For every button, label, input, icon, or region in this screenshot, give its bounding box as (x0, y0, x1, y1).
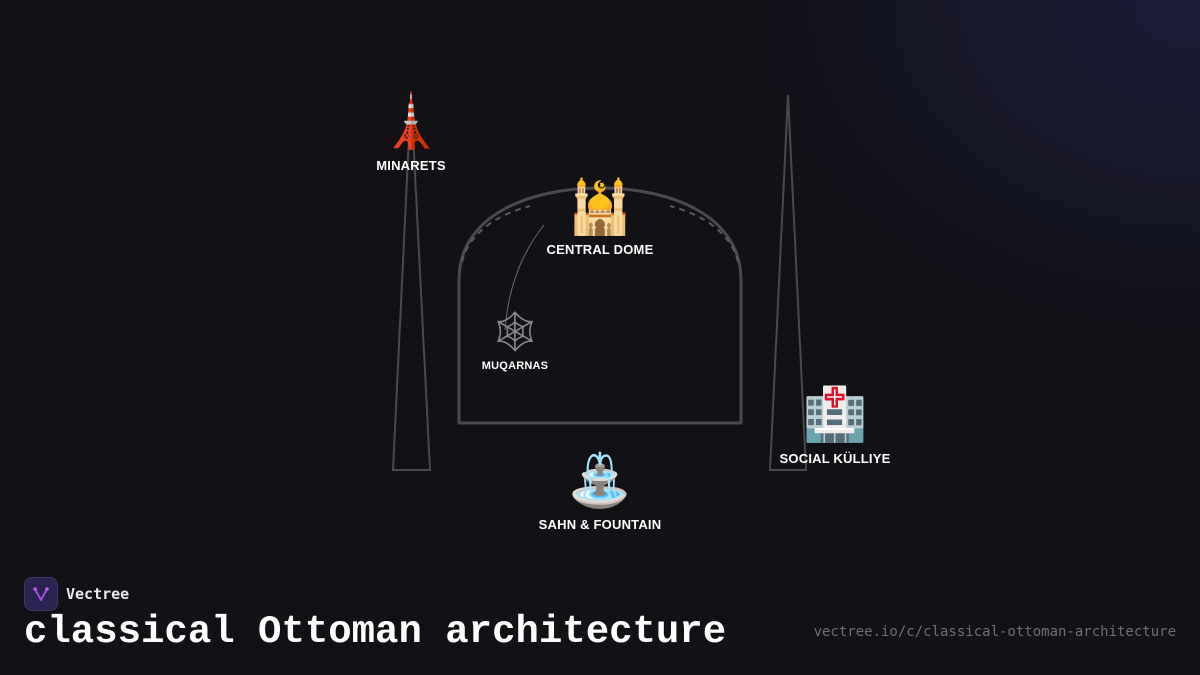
node-label: MINARETS (376, 158, 446, 173)
page-title: classical Ottoman architecture (24, 610, 727, 654)
source-url-link[interactable]: vectree.io/c/classical-ottoman-architect… (813, 624, 1176, 640)
node-label: MUQARNAS (481, 360, 549, 372)
brand-name: Vectree (66, 585, 130, 603)
node-label: CENTRAL DOME (546, 242, 654, 257)
brand: Vectree (24, 577, 129, 611)
right-minaret-outline (768, 94, 808, 471)
left-minaret-outline (391, 94, 432, 471)
fountain-icon: ⛲ (567, 451, 633, 511)
node-label: SAHN & FOUNTAIN (538, 517, 662, 532)
dome-dashed-arc-right (669, 205, 739, 263)
dome-dashed-arc-left (461, 205, 531, 263)
node-social-kulliye[interactable]: 🏥 SOCIAL KÜLLIYE (780, 389, 891, 466)
spider-web-icon: 🕸 (489, 309, 541, 355)
hospital-icon: 🏥 (802, 385, 868, 445)
node-sahn-fountain[interactable]: ⛲ SAHN & FOUNTAIN (539, 455, 662, 532)
edge-dome-to-muqarnas (504, 224, 545, 331)
node-label: SOCIAL KÜLLIYE (779, 451, 891, 466)
node-central-dome[interactable]: 🕌 CENTRAL DOME (547, 182, 654, 257)
tower-icon: 🗼 (378, 92, 444, 152)
mosque-icon: 🕌 (567, 178, 633, 238)
vectree-logo-icon (24, 577, 58, 611)
node-minarets[interactable]: 🗼 MINARETS (376, 96, 446, 173)
node-muqarnas[interactable]: 🕸 MUQARNAS (482, 312, 548, 372)
